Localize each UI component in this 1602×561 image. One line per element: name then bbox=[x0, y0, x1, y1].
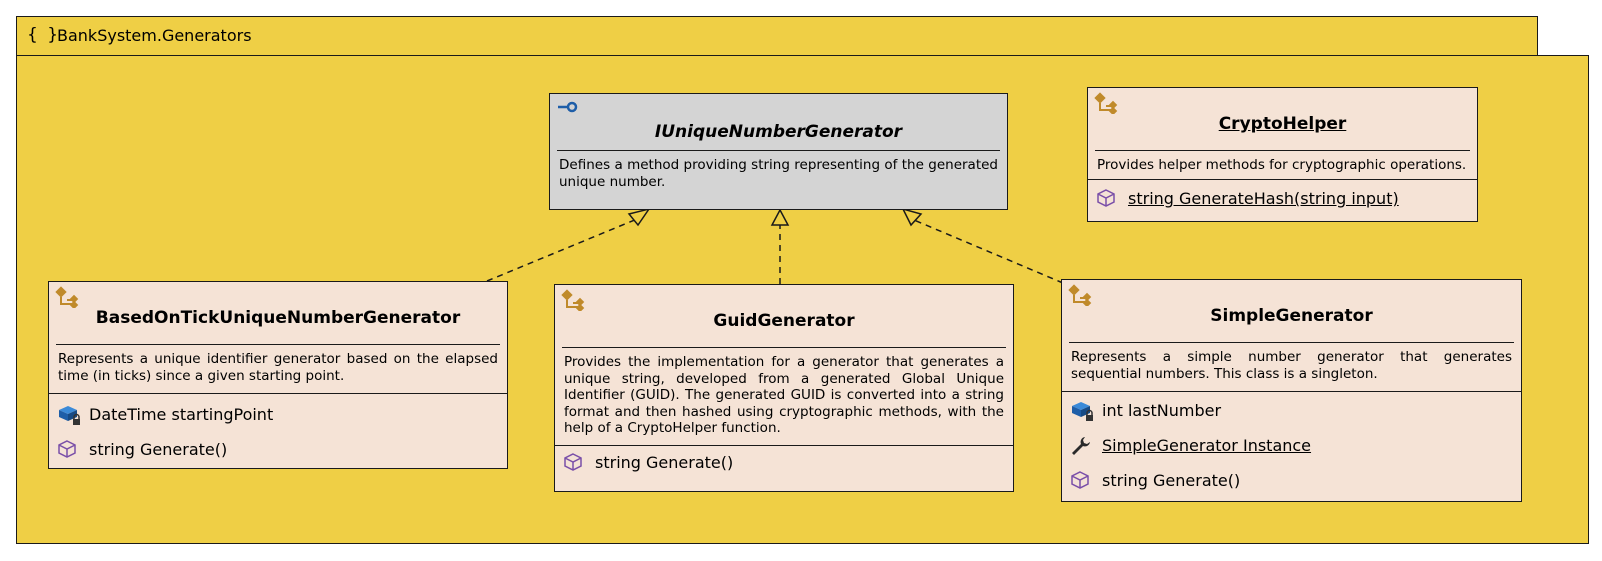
edge-basedontick-to-interface bbox=[486, 218, 638, 282]
interface-name: IUniqueNumberGenerator bbox=[654, 122, 903, 142]
class-based-on-tick-generator[interactable]: BasedOnTickUniqueNumberGenerator Represe… bbox=[48, 281, 508, 469]
divider bbox=[557, 150, 1000, 151]
divider bbox=[1069, 342, 1514, 343]
arrowhead-basedontick bbox=[627, 207, 651, 227]
class-name: SimpleGenerator bbox=[1210, 306, 1373, 326]
arrowhead-simple bbox=[901, 207, 923, 227]
member-list: int lastNumber SimpleGenerator Instance … bbox=[1062, 391, 1521, 501]
divider bbox=[562, 347, 1006, 348]
class-description: Represents a unique identifier generator… bbox=[58, 351, 498, 384]
interface-description: Defines a method providing string repres… bbox=[559, 157, 998, 190]
divider bbox=[1095, 150, 1470, 151]
member-text: string GenerateHash(string input) bbox=[1128, 189, 1399, 208]
member-row[interactable]: string Generate() bbox=[1062, 464, 1521, 499]
class-description: Represents a simple number generator tha… bbox=[1071, 349, 1512, 382]
property-wrench-icon bbox=[1070, 435, 1092, 461]
member-text: string Generate() bbox=[595, 452, 734, 472]
member-text: DateTime startingPoint bbox=[89, 405, 274, 424]
private-field-icon bbox=[1070, 400, 1096, 428]
class-description: Provides the implementation for a genera… bbox=[564, 354, 1004, 436]
namespace-header: { } BankSystem.Generators bbox=[16, 16, 1538, 56]
member-row[interactable]: string Generate() bbox=[49, 433, 507, 468]
member-list: DateTime startingPoint string Generate() bbox=[49, 393, 507, 472]
class-description: Provides helper methods for cryptographi… bbox=[1097, 157, 1467, 173]
edge-simple-to-interface bbox=[913, 219, 1064, 284]
class-name: CryptoHelper bbox=[1218, 114, 1347, 134]
arrowhead-guid bbox=[770, 208, 790, 226]
class-icon bbox=[55, 286, 79, 312]
member-row[interactable]: DateTime startingPoint bbox=[49, 398, 507, 433]
member-list: string Generate() bbox=[555, 444, 1013, 481]
member-row[interactable]: string GenerateHash(string input) bbox=[1088, 182, 1477, 217]
member-row[interactable]: SimpleGenerator Instance bbox=[1062, 429, 1521, 464]
class-icon bbox=[1068, 284, 1092, 310]
namespace-title: BankSystem.Generators bbox=[57, 26, 252, 45]
class-crypto-helper[interactable]: CryptoHelper Provides helper methods for… bbox=[1087, 87, 1478, 222]
class-icon bbox=[1094, 92, 1118, 118]
method-cube-icon bbox=[563, 452, 583, 476]
member-list: string GenerateHash(string input) bbox=[1088, 179, 1477, 219]
method-cube-icon bbox=[1096, 188, 1116, 212]
class-icon bbox=[561, 289, 585, 315]
class-simple-generator[interactable]: SimpleGenerator Represents a simple numb… bbox=[1061, 279, 1522, 502]
class-name: BasedOnTickUniqueNumberGenerator bbox=[95, 308, 461, 328]
namespace-braces-icon: { } bbox=[27, 25, 61, 45]
member-text: SimpleGenerator Instance bbox=[1102, 436, 1312, 455]
class-name: GuidGenerator bbox=[713, 311, 855, 331]
member-text: int lastNumber bbox=[1102, 401, 1222, 420]
class-guid-generator[interactable]: GuidGenerator Provides the implementatio… bbox=[554, 284, 1014, 492]
member-text: string Generate() bbox=[1102, 471, 1241, 490]
divider bbox=[56, 344, 500, 345]
member-row[interactable]: string Generate() bbox=[555, 446, 1013, 481]
method-cube-icon bbox=[57, 439, 77, 463]
private-field-icon bbox=[57, 404, 83, 432]
method-cube-icon bbox=[1070, 470, 1090, 494]
interface-box[interactable]: IUniqueNumberGenerator Defines a method … bbox=[549, 93, 1008, 210]
member-row[interactable]: int lastNumber bbox=[1062, 394, 1521, 429]
interface-lollipop-icon bbox=[556, 98, 580, 118]
member-text: string Generate() bbox=[89, 440, 228, 459]
